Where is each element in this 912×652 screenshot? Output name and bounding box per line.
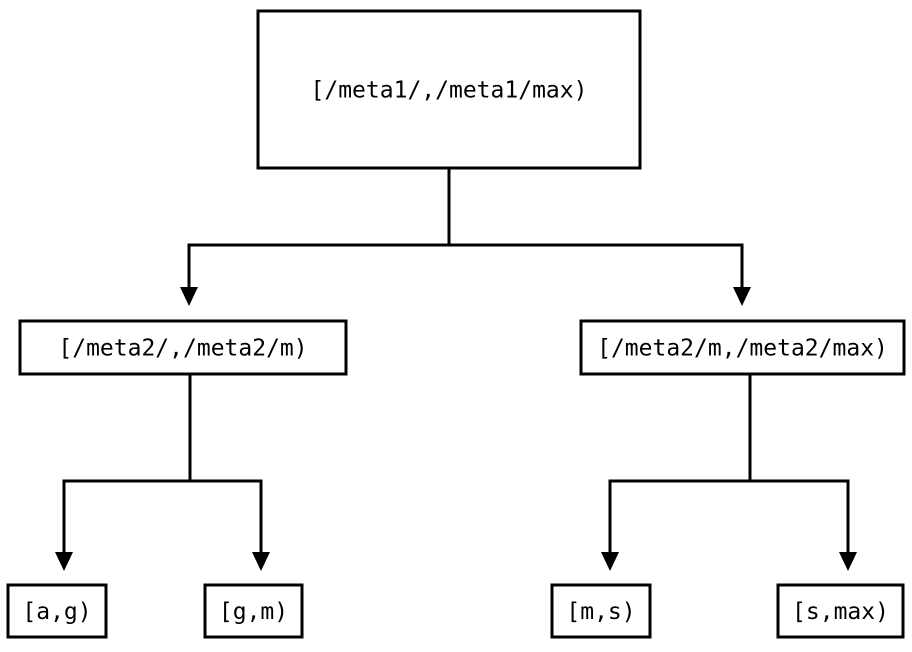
- node-box[interactable]: [550, 583, 652, 639]
- node-box[interactable]: [203, 583, 304, 639]
- node-label: [/meta2/m,/meta2/max): [597, 336, 888, 362]
- edge-connector-line: [188, 374, 263, 552]
- node-label: [m,s): [566, 599, 635, 625]
- arrowhead-down-icon: [839, 552, 857, 571]
- tree-node-leaf-smax[interactable]: [s,max): [776, 583, 905, 639]
- node-label: [g,m): [219, 599, 288, 625]
- tree-node-mid-left[interactable]: [/meta2/,/meta2/m): [18, 319, 348, 376]
- tree-node-leaf-ms[interactable]: [m,s): [550, 583, 652, 639]
- node-box[interactable]: [6, 583, 108, 639]
- arrowhead-down-icon: [601, 552, 619, 571]
- edge-connector-line: [748, 374, 850, 552]
- tree-edge: [447, 168, 751, 306]
- arrowhead-down-icon: [55, 552, 73, 571]
- tree-edge: [601, 374, 752, 571]
- node-label: [/meta1/,/meta1/max): [311, 78, 588, 104]
- tree-edge: [180, 168, 451, 306]
- edge-connector-line: [187, 168, 451, 287]
- arrowhead-down-icon: [180, 287, 198, 306]
- node-box[interactable]: [256, 9, 642, 170]
- tree-node-leaf-gm[interactable]: [g,m): [203, 583, 304, 639]
- edge-connector-line: [608, 374, 752, 552]
- node-box[interactable]: [579, 319, 906, 376]
- node-box[interactable]: [776, 583, 905, 639]
- edge-connector-line: [62, 374, 192, 552]
- tree-node-root[interactable]: [/meta1/,/meta1/max): [256, 9, 642, 170]
- tree-node-mid-right[interactable]: [/meta2/m,/meta2/max): [579, 319, 906, 376]
- node-box[interactable]: [18, 319, 348, 376]
- tree-edge: [748, 374, 857, 571]
- tree-edge: [188, 374, 270, 571]
- node-label: [/meta2/,/meta2/m): [58, 336, 307, 362]
- arrowhead-down-icon: [252, 552, 270, 571]
- node-label: [a,g): [22, 599, 91, 625]
- node-label: [s,max): [792, 599, 889, 625]
- nodes-layer: [/meta1/,/meta1/max) [/meta2/,/meta2/m) [/…: [6, 9, 906, 639]
- tree-edge: [55, 374, 192, 571]
- arrowhead-down-icon: [733, 287, 751, 306]
- edge-connector-line: [447, 168, 744, 287]
- edges-layer: [55, 168, 857, 571]
- tree-node-leaf-ag[interactable]: [a,g): [6, 583, 108, 639]
